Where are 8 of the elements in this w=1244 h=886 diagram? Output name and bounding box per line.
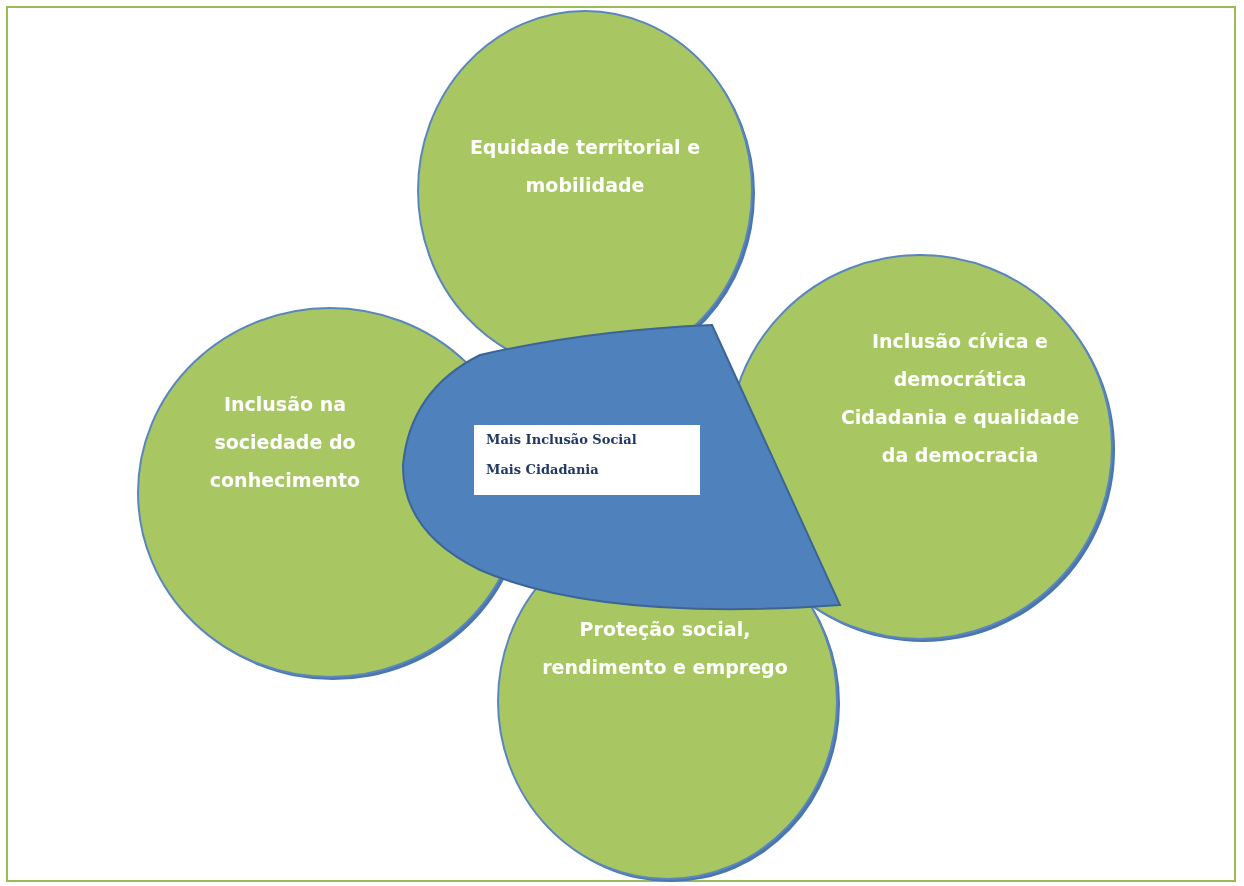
- petal-label: Inclusão na sociedade do conhecimento: [208, 392, 362, 493]
- title-text: Mais Inclusão Social: [485, 431, 638, 449]
- title-card: [474, 425, 700, 495]
- title-text: Mais Cidadania: [485, 461, 600, 479]
- petal-label: Proteção social, rendimento e emprego: [541, 617, 789, 680]
- petal-label: Inclusão cívica e democrática: [871, 329, 1049, 392]
- petal-label: Cidadania e qualidade da democracia: [839, 405, 1081, 468]
- petal-label: Equidade territorial e mobilidade: [468, 135, 702, 198]
